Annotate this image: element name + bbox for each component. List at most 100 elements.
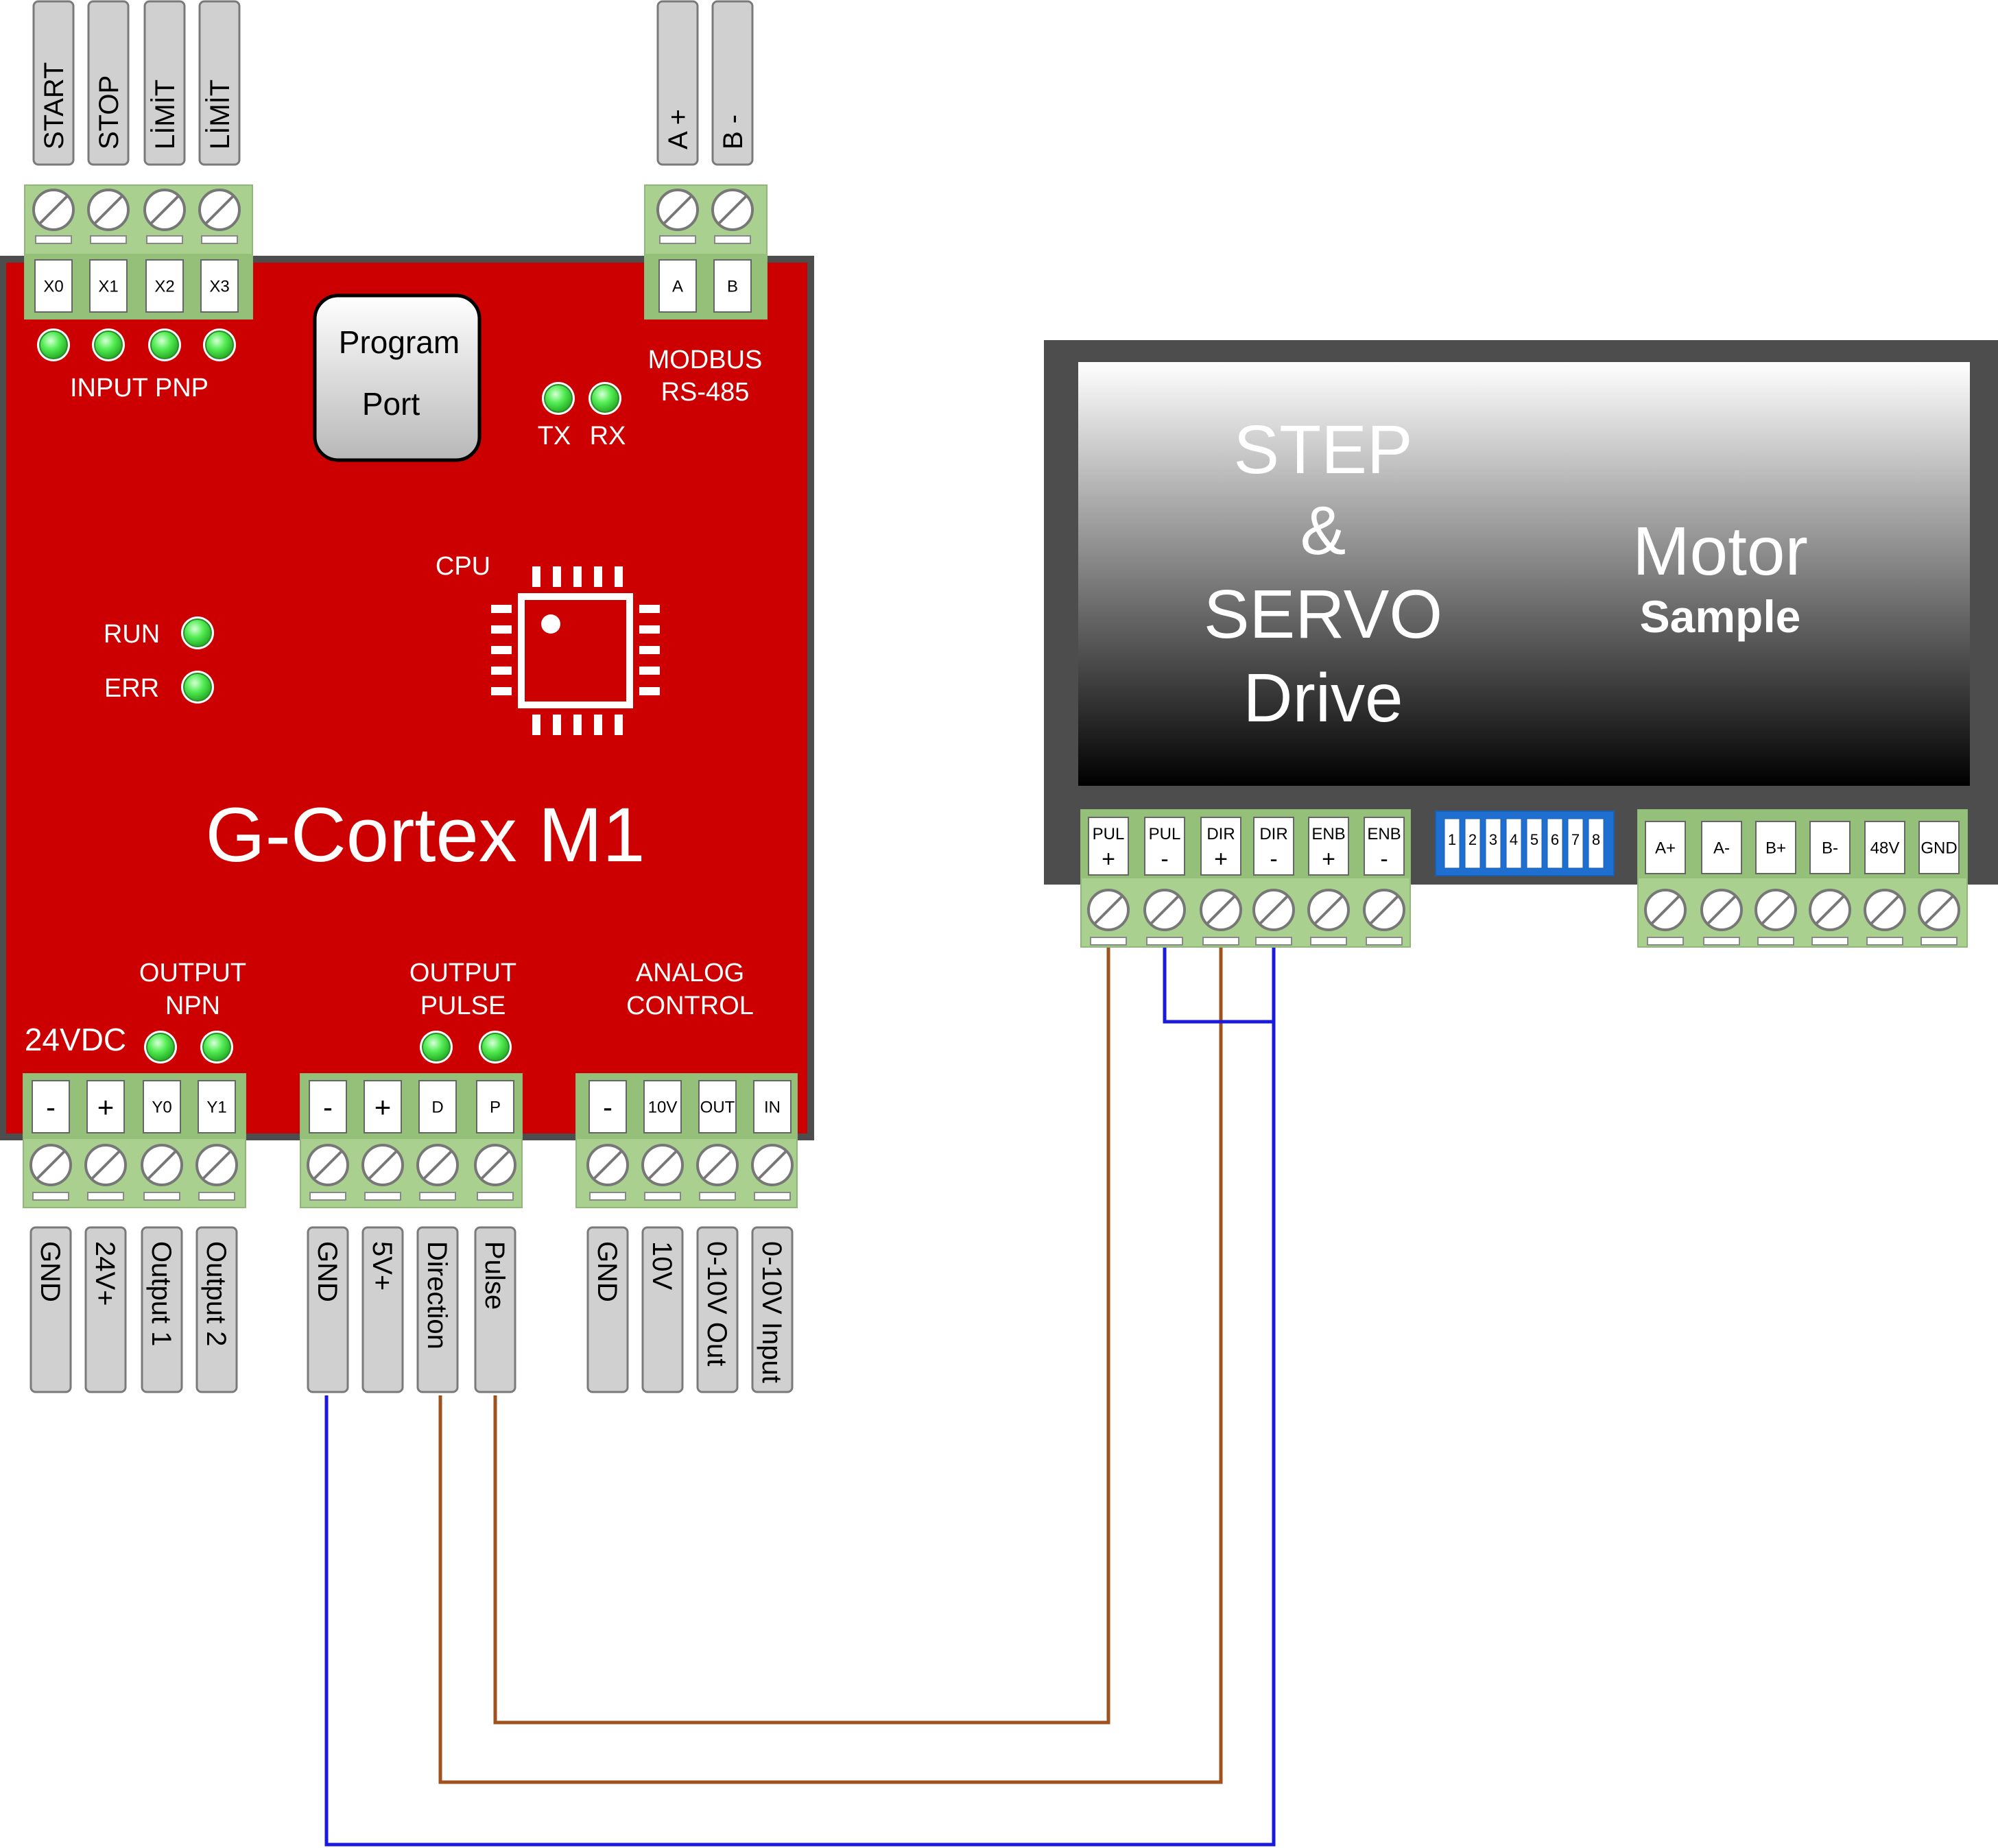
drive-signal-terminal-2: DIR +	[1200, 817, 1241, 876]
drive-power-screw-2[interactable]	[1755, 889, 1797, 931]
analog-terminal-1: 10V	[643, 1080, 682, 1133]
drive-power-screw-0[interactable]	[1644, 889, 1687, 931]
drive-signal-screw-3[interactable]	[1252, 889, 1295, 931]
modbus-wire-label-1-text: B -	[718, 115, 748, 149]
drive-power-terminal-3: B-	[1809, 821, 1851, 874]
npn-terminal-2-text: Y0	[152, 1099, 171, 1117]
input-slot-3	[201, 235, 238, 244]
input-screw-0[interactable]	[32, 189, 75, 231]
wires	[324, 943, 1276, 1847]
dip-switch-5[interactable]: 5	[1526, 818, 1543, 869]
dip-switch-8[interactable]: 8	[1588, 818, 1604, 869]
analog-terminal-1-text: 10V	[648, 1099, 678, 1117]
dip-switch-3[interactable]: 3	[1485, 818, 1501, 869]
input-screw-1[interactable]	[87, 189, 130, 231]
npn-wire-label-1-text: 24V+	[90, 1241, 120, 1306]
drive-power-screw-4[interactable]	[1864, 889, 1906, 931]
drive-power-terminal-0: A+	[1645, 821, 1686, 874]
drive-signal-terminal-4: ENB+	[1308, 817, 1349, 876]
npn-wire-label-3: Output 2	[195, 1226, 238, 1393]
drive-power-slot-4	[1866, 937, 1903, 946]
drive-signal-screw-0[interactable]	[1087, 889, 1130, 931]
analog-screw-0[interactable]	[586, 1144, 629, 1186]
cpu-icon	[491, 566, 660, 735]
drive-signal-polarity-3: -	[1270, 846, 1277, 872]
input-screw-3[interactable]	[198, 189, 241, 231]
pulse-screw-3[interactable]	[474, 1144, 516, 1186]
analog-slot-3	[754, 1192, 791, 1201]
drive-power-terminal-2: B+	[1755, 821, 1796, 874]
analog-wire-label-1-text: 10V	[647, 1241, 677, 1290]
input-wire-label-0: START	[32, 0, 75, 166]
drive-power-slot-5	[1920, 937, 1958, 946]
drive-power-terminal-4: 48V	[1864, 821, 1905, 874]
dip-switch-label-6: 6	[1551, 831, 1559, 848]
analog-wire-label-3: 0-10V Input	[751, 1226, 794, 1393]
drive-signal-slot-2	[1202, 937, 1239, 946]
pulse-screw-2[interactable]	[416, 1144, 459, 1186]
drive-signal-screw-4[interactable]	[1307, 889, 1350, 931]
dip-switch-7[interactable]: 7	[1567, 818, 1584, 869]
pulse-wire-label-3: Pulse	[474, 1226, 516, 1393]
dip-switch-label-7: 7	[1571, 831, 1580, 848]
dip-switch-label-8: 8	[1592, 831, 1600, 848]
analog-terminal-0: -	[588, 1080, 627, 1133]
run-led	[181, 616, 214, 649]
npn-screw-1[interactable]	[84, 1144, 127, 1186]
dip-switch-label-5: 5	[1530, 831, 1538, 848]
drive-power-screw-5[interactable]	[1918, 889, 1960, 931]
pulse-wire-label-3-text: Pulse	[479, 1241, 510, 1310]
input-wire-label-3: LİMİT	[198, 0, 241, 166]
input-terminal-0: X0	[34, 259, 73, 313]
pulse-screw-1[interactable]	[361, 1144, 404, 1186]
npn-wire-label-2-text: Output 1	[146, 1241, 176, 1346]
drive-signal-screw-5[interactable]	[1363, 889, 1405, 931]
npn-terminal-1: +	[86, 1080, 125, 1133]
pulse-wire-label-1: 5V+	[361, 1226, 404, 1393]
drive-power-slot-0	[1647, 937, 1684, 946]
drive-signal-slot-5	[1366, 937, 1403, 946]
npn-screw-0[interactable]	[29, 1144, 72, 1186]
drive-power-screw-3[interactable]	[1809, 889, 1851, 931]
drive-title-1: STEP	[1233, 411, 1412, 488]
npn-screw-2[interactable]	[141, 1144, 183, 1186]
drive-signal-polarity-2: +	[1214, 846, 1228, 872]
drive-signal-screw-1[interactable]	[1143, 889, 1186, 931]
analog-wire-label-1: 10V	[641, 1226, 684, 1393]
analog-screw-3[interactable]	[751, 1144, 794, 1186]
dip-switch-1[interactable]: 1	[1444, 818, 1460, 869]
dip-switch-6[interactable]: 6	[1547, 818, 1563, 869]
drive-power-terminal-1-text: A-	[1713, 839, 1730, 858]
err-led	[181, 671, 214, 704]
drive-power-screw-1[interactable]	[1700, 889, 1743, 931]
dip-switch-2[interactable]: 2	[1464, 818, 1481, 869]
modbus-screw-1[interactable]	[711, 189, 754, 231]
pulse-screw-0[interactable]	[307, 1144, 349, 1186]
input-terminal-1: X1	[89, 259, 128, 313]
input-terminal-0-text: X0	[43, 278, 63, 296]
dip-switch-label-4: 4	[1510, 831, 1518, 848]
input-slot-2	[146, 235, 183, 244]
input-wire-label-1-text: STOP	[94, 75, 124, 149]
drive-signal-name-2: DIR	[1206, 825, 1235, 843]
program-port-button[interactable]: Program Port	[313, 293, 481, 462]
drive-signal-polarity-5: -	[1380, 846, 1388, 872]
analog-screw-1[interactable]	[641, 1144, 684, 1186]
analog-terminal-3-text: IN	[764, 1099, 781, 1117]
output-pulse-led-1	[479, 1031, 512, 1064]
npn-wire-label-0-text: GND	[35, 1241, 65, 1302]
analog-screw-2[interactable]	[696, 1144, 739, 1186]
pulse-terminal-0-text: -	[323, 1091, 333, 1123]
npn-screw-3[interactable]	[195, 1144, 238, 1186]
input-screw-2[interactable]	[143, 189, 186, 231]
output-pulse-led-0	[420, 1031, 453, 1064]
dip-switch-4[interactable]: 4	[1506, 818, 1522, 869]
modbus-screw-0[interactable]	[656, 189, 699, 231]
input-terminal-3: X3	[200, 259, 239, 313]
drive-signal-screw-2[interactable]	[1200, 889, 1242, 931]
npn-terminal-1-text: +	[97, 1091, 115, 1123]
input-wire-label-2: LİMİT	[143, 0, 186, 166]
npn-terminal-0: -	[32, 1080, 70, 1133]
